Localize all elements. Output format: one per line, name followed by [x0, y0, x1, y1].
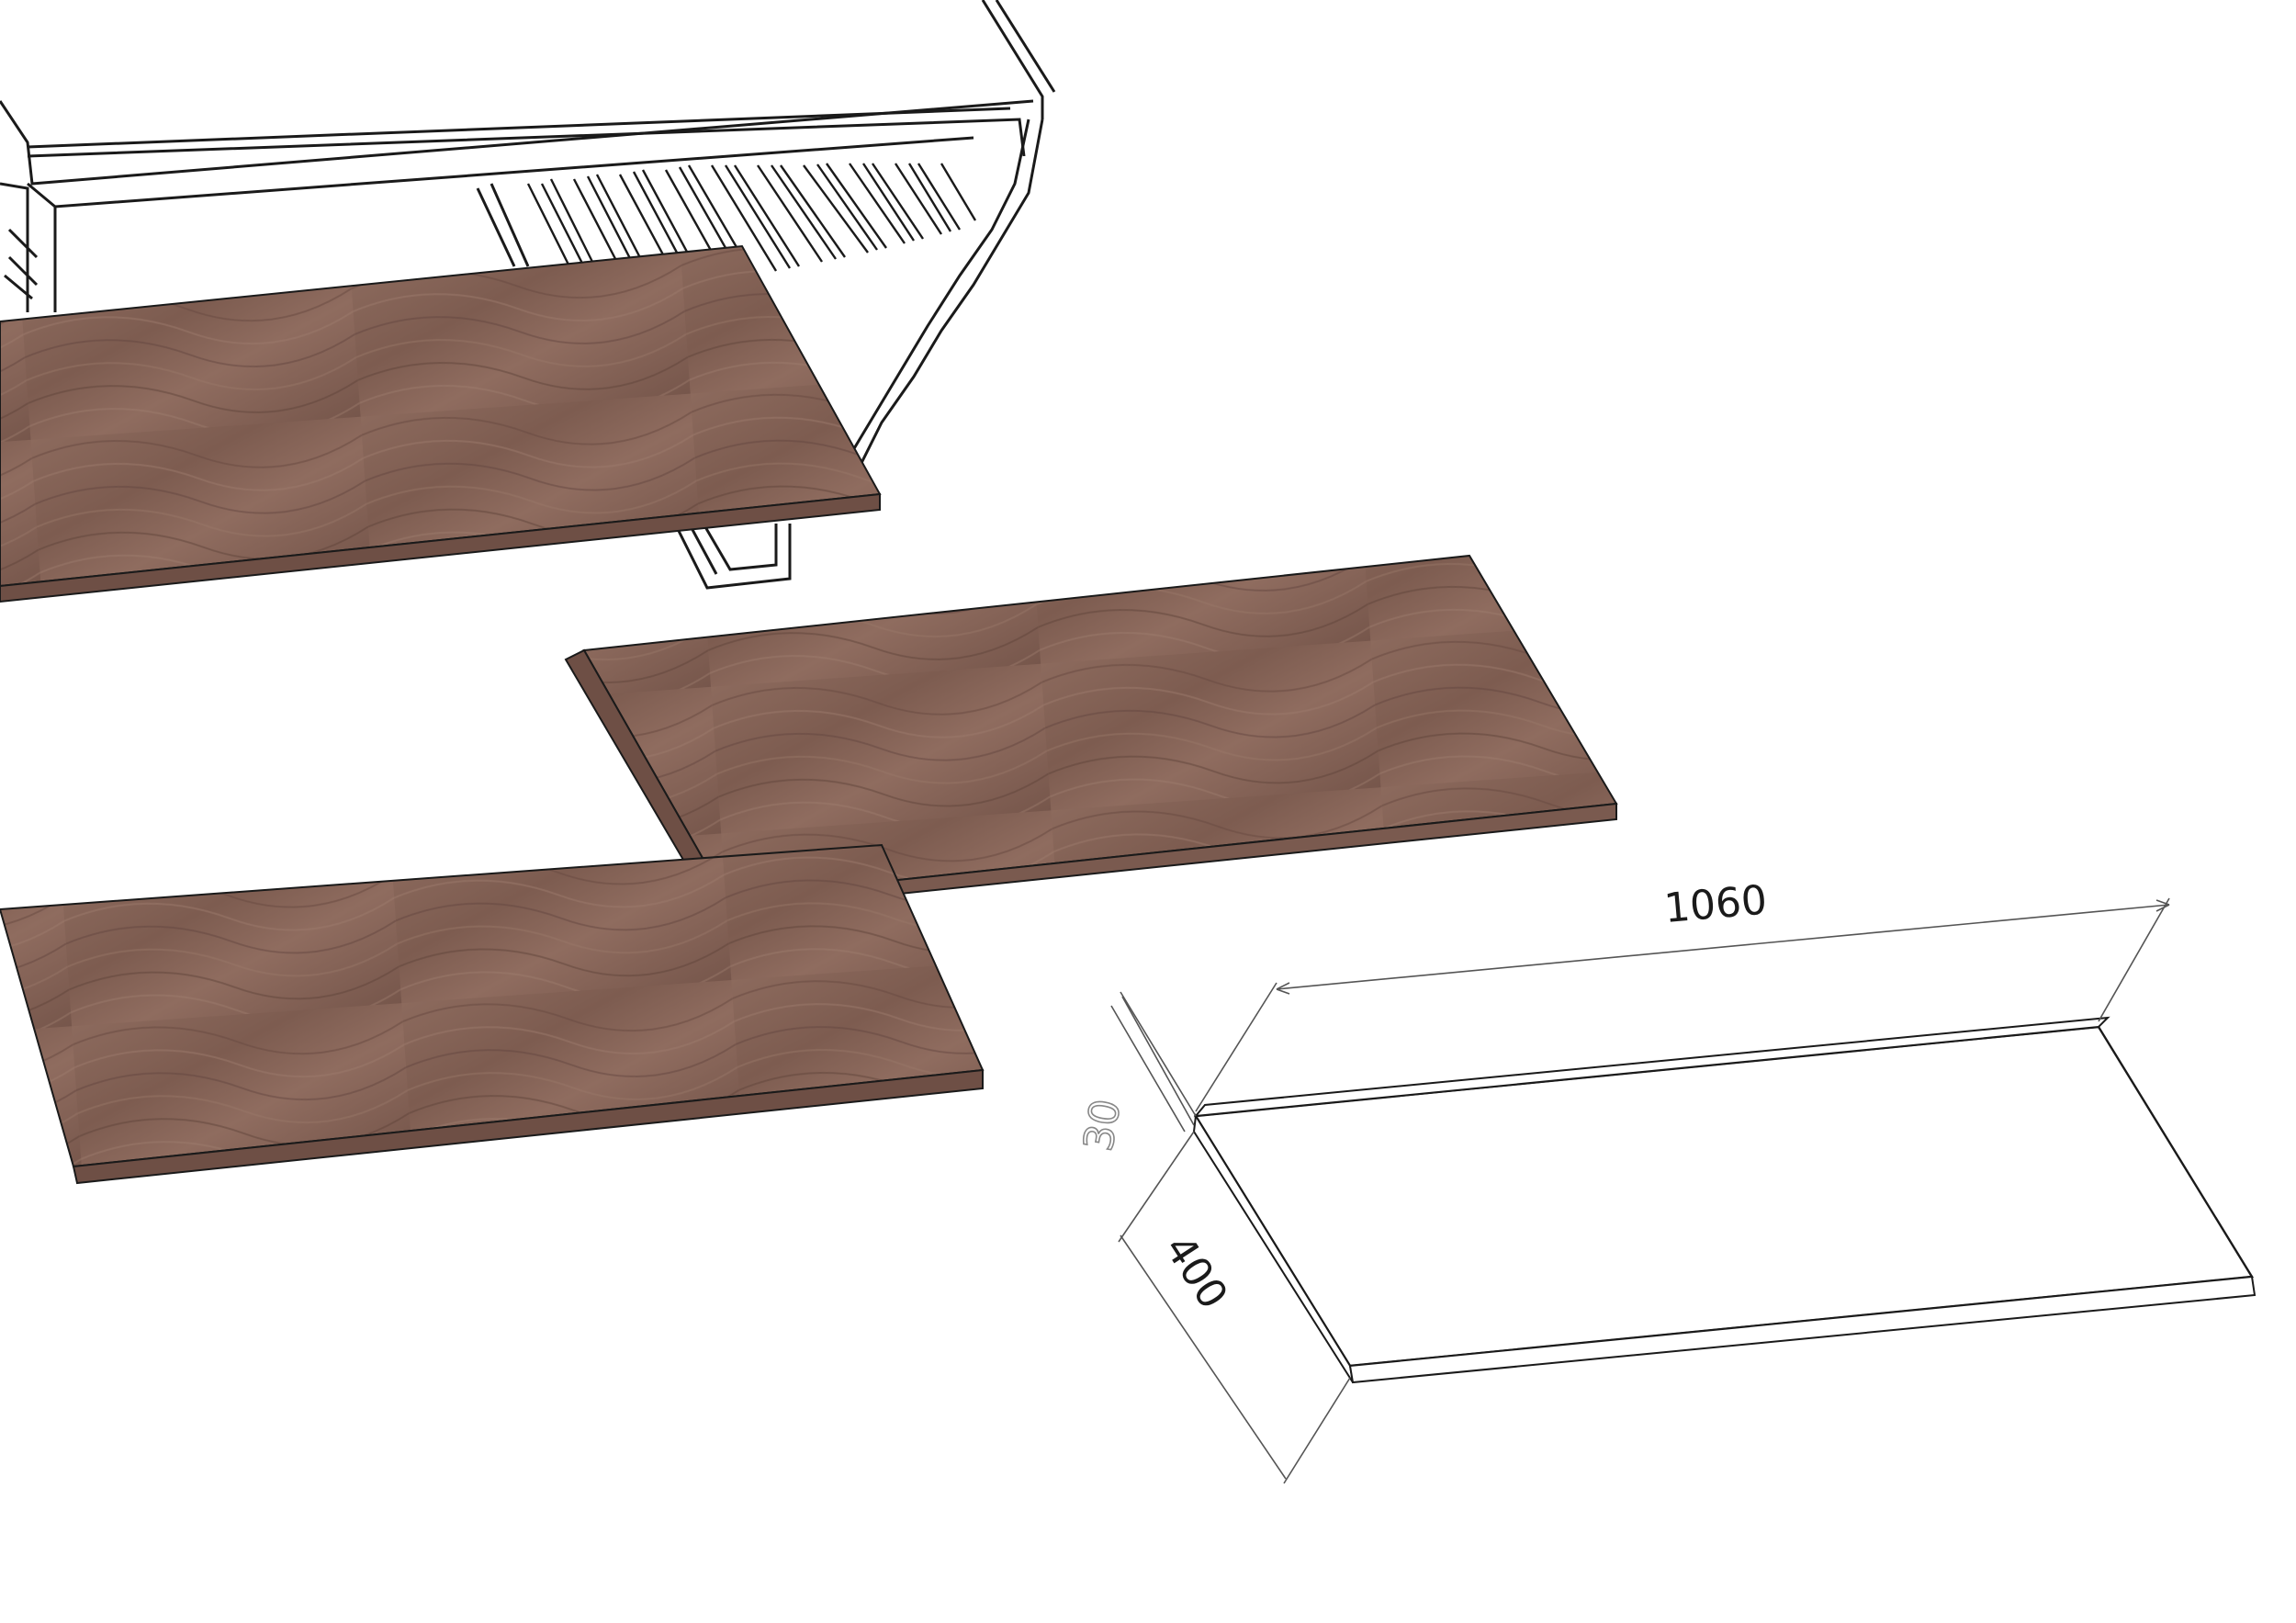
dimension-length-label: 1060 — [1662, 877, 1769, 933]
blank-shelf-panel — [1192, 1016, 2257, 1384]
dimension-thickness-label: 30 — [1075, 1096, 1131, 1155]
walnut-shelf-panel-1 — [0, 244, 882, 603]
walnut-shelf-panel-2 — [564, 554, 1618, 915]
walnut-shelf-panel-3 — [0, 843, 985, 1185]
dimension-lines — [1110, 897, 2170, 1484]
